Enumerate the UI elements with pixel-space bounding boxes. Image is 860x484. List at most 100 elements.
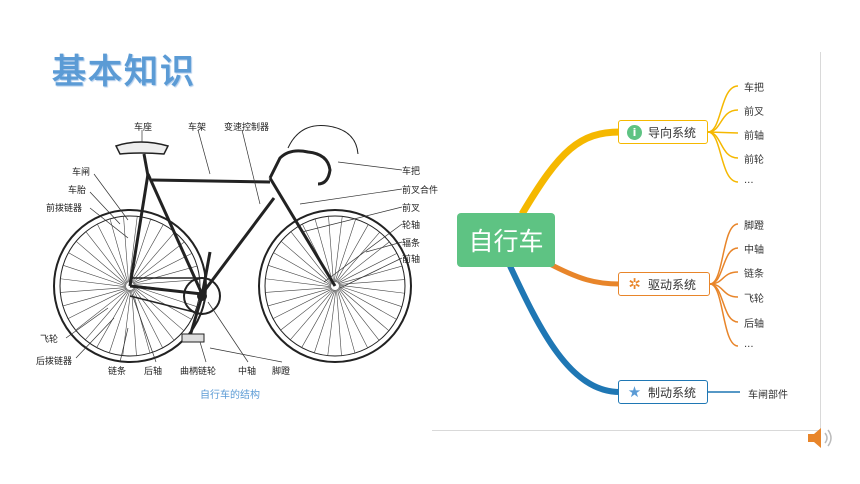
- wheel-spoke: [337, 288, 368, 349]
- wheel-spoke: [265, 287, 332, 293]
- wheel-spoke: [133, 279, 200, 285]
- label-front-axle: 前轴: [402, 255, 421, 265]
- wheel-spoke: [123, 216, 129, 283]
- wheel-spoke: [131, 231, 175, 283]
- wheel-spoke: [338, 286, 397, 320]
- wheel-spoke: [338, 284, 405, 294]
- leaf-item: 车闸部件: [748, 390, 788, 401]
- wheel-spoke: [75, 241, 127, 285]
- wheel-spoke: [60, 278, 127, 288]
- wheel-spoke: [280, 241, 332, 285]
- leaf-item: ...: [744, 339, 754, 350]
- wheel-spoke: [75, 289, 128, 331]
- wheel-spoke: [133, 288, 175, 341]
- branch-drive-system: ✲ 驱动系统: [618, 272, 710, 296]
- label-front-derailleur: 前拨链器: [46, 204, 83, 214]
- wheel-spoke: [68, 252, 127, 286]
- wheel-spoke: [67, 288, 128, 319]
- wheel-spoke: [327, 289, 337, 356]
- label-headset: 前叉合件: [402, 186, 439, 196]
- label-bottom-bracket: 中轴: [238, 367, 257, 377]
- info-icon: i: [627, 124, 642, 140]
- wheel-spoke: [337, 241, 390, 283]
- wheel-spoke: [336, 289, 342, 356]
- wheel-spoke: [63, 265, 127, 287]
- wheel-spoke: [131, 289, 137, 356]
- page-title: 基本知识: [52, 52, 196, 92]
- mindmap-root: 自行车: [457, 213, 555, 267]
- branch-connector-guidance: [518, 128, 621, 216]
- star-icon: ★: [627, 382, 642, 401]
- wheel-spoke: [272, 288, 333, 319]
- bicycle-diagram: 车座 车架 变速控制器 车闸 车胎 前拨链器 车把 前叉合件 前叉 轮轴 辐条 …: [28, 112, 448, 382]
- wheel-spoke: [328, 216, 334, 283]
- wheel-spoke: [97, 223, 128, 284]
- wheel-spoke: [336, 231, 380, 283]
- label-spoke: 辐条: [402, 239, 421, 249]
- label-brake: 车闸: [72, 168, 91, 178]
- bicycle-caption: 自行车的结构: [200, 390, 260, 401]
- label-crank: 曲柄链轮: [180, 367, 217, 377]
- label-saddle: 车座: [134, 123, 153, 133]
- wheel-spoke: [60, 287, 127, 293]
- mindmap-frame: [432, 52, 821, 431]
- leaf-item: 中轴: [744, 245, 764, 256]
- wheel-spoke: [273, 252, 332, 286]
- speaker-icon[interactable]: [806, 426, 834, 450]
- branch-label: 导向系统: [648, 125, 697, 140]
- leaf-item: ...: [744, 175, 754, 186]
- wheel-spoke: [314, 289, 336, 353]
- wheel-spoke: [130, 224, 164, 283]
- wheel-spoke: [109, 218, 129, 283]
- label-chain: 链条: [108, 367, 127, 377]
- branch-connector-drive: [544, 259, 621, 287]
- wheel-spoke: [128, 216, 138, 283]
- label-fork: 前叉: [402, 204, 421, 214]
- label-hub: 轮轴: [402, 221, 421, 231]
- label-shifter: 变速控制器: [224, 123, 270, 133]
- wheel-spoke: [265, 278, 332, 288]
- wheel-spoke: [268, 265, 332, 287]
- wheel-spoke: [336, 289, 356, 354]
- wheel-spoke: [301, 289, 335, 348]
- leaf-item: 飞轮: [744, 294, 764, 305]
- label-handlebar: 车把: [402, 167, 421, 177]
- gear-icon: ✲: [628, 274, 641, 293]
- branch-guidance-system: i 导向系统: [618, 120, 708, 144]
- wheel-spoke: [133, 286, 192, 320]
- branch-label: 驱动系统: [648, 277, 697, 292]
- bicycle-drawing: [53, 124, 412, 363]
- wheel-spoke: [85, 289, 129, 341]
- wheel-spoke: [133, 287, 185, 331]
- label-rear-derailleur: 后拨链器: [36, 357, 73, 367]
- label-rear-axle: 后轴: [144, 367, 163, 377]
- wheel-spoke: [338, 287, 390, 331]
- label-tire: 车胎: [68, 186, 87, 196]
- label-frame: 车架: [188, 123, 207, 133]
- label-freewheel: 飞轮: [40, 335, 59, 345]
- leaf-item: 链条: [744, 269, 764, 280]
- leaf-item: 脚蹬: [744, 221, 764, 232]
- branch-brake-system: ★ 制动系统: [618, 380, 708, 404]
- wheel-spoke: [314, 218, 334, 283]
- wheel-spoke: [62, 287, 127, 307]
- wheel-spoke: [290, 289, 334, 341]
- branch-label: 制动系统: [648, 385, 697, 400]
- leaf-item: 前叉: [744, 107, 764, 118]
- wheel-spoke: [267, 287, 332, 307]
- wheel-spoke: [85, 231, 127, 284]
- leaf-item: 后轴: [744, 319, 764, 330]
- wheel-spoke: [132, 241, 185, 283]
- wheel-spoke: [338, 285, 402, 307]
- wheel-spoke: [280, 289, 333, 331]
- leaf-item: 前轮: [744, 155, 764, 166]
- wheel-spoke: [290, 231, 332, 284]
- wheel-spoke: [338, 265, 403, 285]
- label-pedal: 脚蹬: [272, 367, 291, 377]
- leaf-item: 前轴: [744, 131, 764, 142]
- wheel-spoke: [109, 289, 131, 353]
- wheel-spoke: [133, 265, 198, 285]
- branch-connector-brake: [507, 264, 621, 395]
- wheel-spoke: [337, 253, 398, 284]
